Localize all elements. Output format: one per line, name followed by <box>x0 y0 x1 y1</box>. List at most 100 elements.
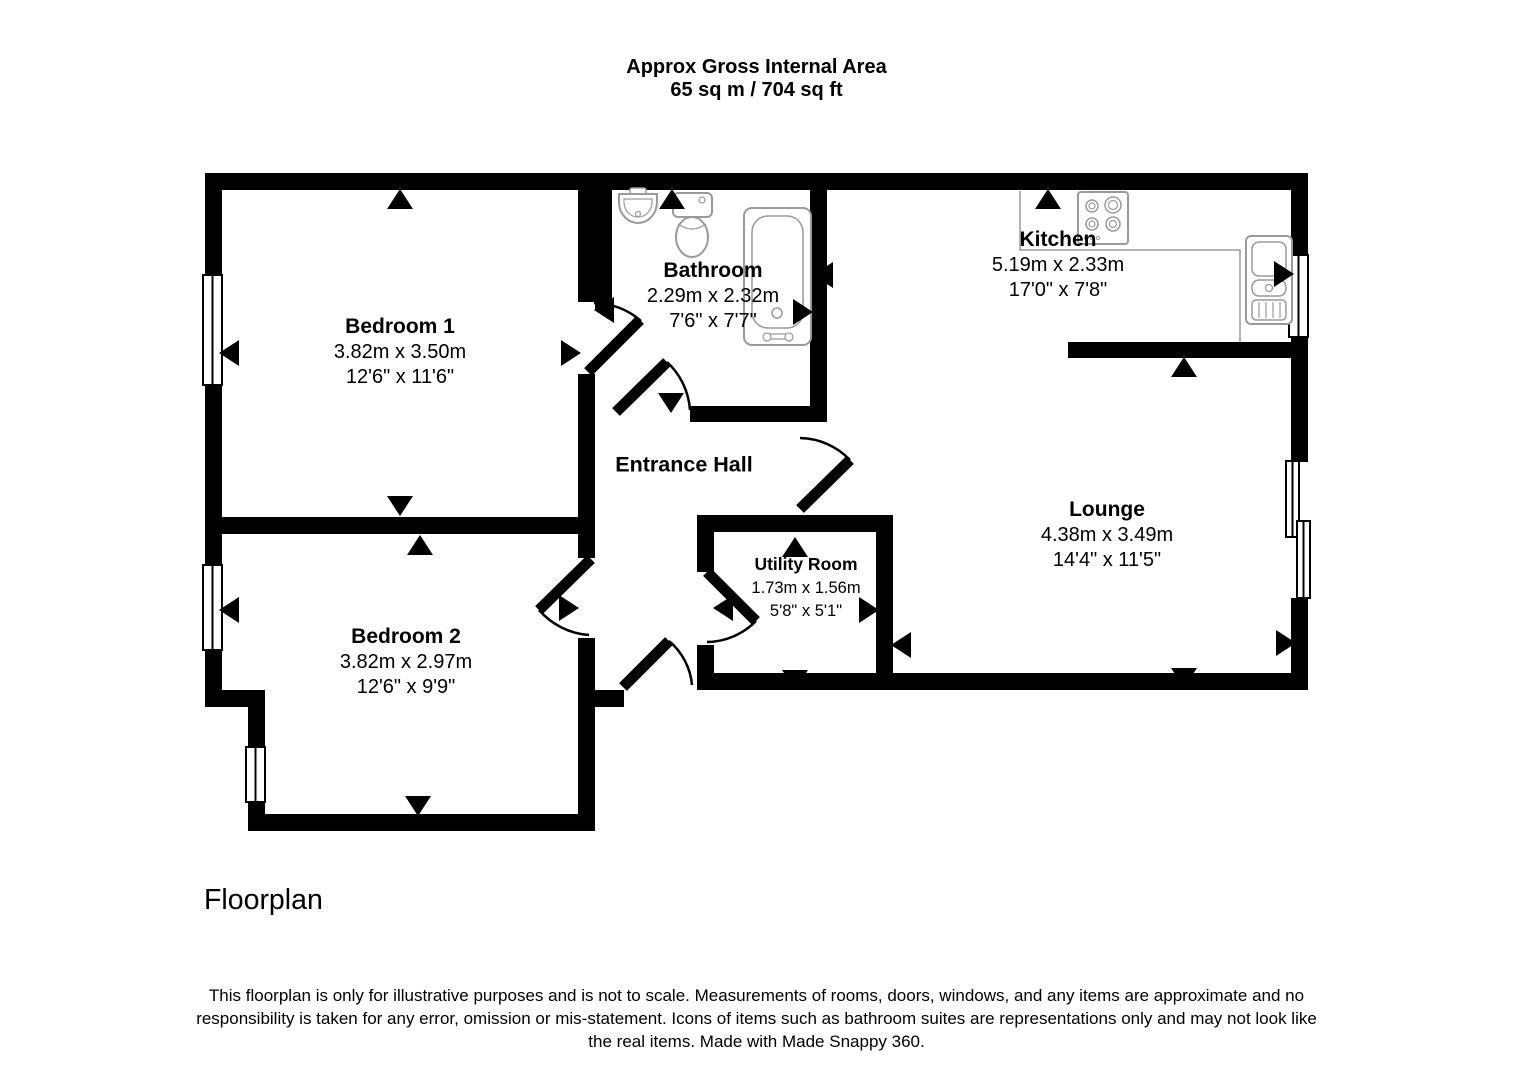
camera-arrow-icon <box>1035 189 1061 209</box>
entrance-hall-label: Entrance Hall <box>615 452 753 477</box>
camera-arrows <box>219 189 1296 816</box>
wall <box>690 406 827 422</box>
door-bedroom1 <box>584 301 644 376</box>
room-dim-imperial: 7'6" x 7'7" <box>669 309 757 332</box>
kitchen-sink-icon <box>1245 235 1293 325</box>
room-dim-imperial: 5'8" x 5'1" <box>769 601 843 620</box>
window-bedroom2-icon <box>202 564 223 651</box>
room-dim-imperial: 14'4" x 11'5" <box>1052 548 1162 571</box>
room-dim-metric: 1.73m x 1.56m <box>751 578 861 597</box>
camera-arrow-icon <box>859 597 879 623</box>
camera-arrow-icon <box>219 597 239 623</box>
wall <box>578 374 595 558</box>
wall <box>876 515 893 690</box>
title-line2: 65 sq m / 704 sq ft <box>670 79 843 101</box>
window-lounge-lower-icon <box>1296 520 1311 599</box>
camera-arrow-icon <box>594 297 614 323</box>
camera-arrow-icon <box>713 595 733 621</box>
bedroom1-label: Bedroom 1 3.82m x 3.50m 12'6" x 11'6" <box>334 314 466 391</box>
walls <box>205 173 1308 831</box>
door-arc <box>799 436 851 461</box>
windows <box>202 254 1311 803</box>
bathroom-sink-icon <box>618 187 658 224</box>
camera-arrow-icon <box>1274 261 1294 287</box>
room-name: Utility Room <box>754 553 858 574</box>
wall <box>1068 342 1308 358</box>
camera-arrow-icon <box>1171 668 1197 688</box>
door-arc <box>706 620 757 644</box>
door-leaf <box>796 456 854 513</box>
wall <box>578 190 595 302</box>
utility-room-label: Utility Room 1.73m x 1.56m 5'8" x 5'1" <box>751 553 860 624</box>
door-leaf <box>612 358 671 416</box>
camera-arrow-icon <box>658 393 684 413</box>
camera-arrow-icon <box>813 262 833 288</box>
wall <box>248 690 265 747</box>
camera-arrow-icon <box>559 595 579 621</box>
door-arc <box>666 361 692 411</box>
kitchen-counter <box>1019 191 1241 342</box>
door-leaf <box>535 555 595 614</box>
bedroom2-label: Bedroom 2 3.82m x 2.97m 12'6" x 9'9" <box>340 624 472 701</box>
window-bedroom1-icon <box>202 274 223 386</box>
window-lounge-upper-icon <box>1285 460 1300 538</box>
camera-arrow-icon <box>782 670 808 690</box>
wall <box>205 173 1308 190</box>
room-dim-metric: 3.82m x 2.97m <box>339 650 473 673</box>
room-dim-metric: 3.82m x 3.50m <box>333 340 467 363</box>
wall <box>578 690 624 707</box>
wall <box>595 190 612 310</box>
gross-internal-area-title: Approx Gross Internal Area 65 sq m / 704… <box>0 56 1513 102</box>
wall <box>248 814 595 831</box>
camera-arrow-icon <box>407 535 433 555</box>
wall <box>205 385 222 565</box>
camera-arrow-icon <box>561 340 581 366</box>
room-name: Bathroom <box>663 258 763 282</box>
camera-arrow-icon <box>219 340 239 366</box>
disclaimer-text: This floorplan is only for illustrative … <box>196 986 1317 1051</box>
door-leaf <box>584 316 644 376</box>
camera-arrow-icon <box>891 632 911 658</box>
camera-arrow-icon <box>387 496 413 516</box>
title-line1: Approx Gross Internal Area <box>626 56 887 78</box>
wall <box>205 173 222 275</box>
wall <box>697 673 1308 690</box>
camera-arrow-icon <box>1171 357 1197 377</box>
room-dim-imperial: 17'0" x 7'8" <box>1008 278 1108 301</box>
lounge-label: Lounge 4.38m x 3.49m 14'4" x 11'5" <box>1041 497 1173 574</box>
wall <box>810 190 827 422</box>
door-bathroom <box>612 358 692 416</box>
door-kitchen-lounge <box>796 436 854 513</box>
camera-arrow-icon <box>793 299 813 325</box>
door-bedroom2 <box>535 555 595 637</box>
door-leaf <box>619 637 673 691</box>
camera-arrow-icon <box>1276 630 1296 656</box>
camera-arrow-icon <box>405 796 431 816</box>
wall <box>1291 337 1308 462</box>
wall <box>697 515 714 572</box>
doors <box>535 301 854 691</box>
room-name: Bedroom 1 <box>345 314 455 338</box>
door-front-entrance <box>619 637 694 691</box>
camera-arrow-icon <box>782 537 808 557</box>
toilet-icon <box>672 192 713 258</box>
room-dim-imperial: 12'6" x 11'6" <box>345 365 455 388</box>
bathroom-label: Bathroom 2.29m x 2.32m 7'6" x 7'7" <box>647 258 779 335</box>
wall <box>1291 598 1308 690</box>
door-arc <box>538 609 590 637</box>
fixtures <box>618 187 1293 346</box>
room-dim-imperial: 12'6" x 9'9" <box>356 675 456 698</box>
wall <box>578 638 595 814</box>
camera-arrow-icon <box>659 189 685 209</box>
room-name: Bedroom 2 <box>351 624 461 648</box>
room-dim-metric: 5.19m x 2.33m <box>991 253 1125 276</box>
wall <box>205 517 580 534</box>
door-arc <box>668 640 694 686</box>
floorplan-caption: Floorplan <box>204 884 323 916</box>
room-dim-metric: 4.38m x 3.49m <box>1040 523 1174 546</box>
room-dim-metric: 2.29m x 2.32m <box>646 284 780 307</box>
wall <box>697 515 893 532</box>
room-name: Lounge <box>1069 497 1145 521</box>
